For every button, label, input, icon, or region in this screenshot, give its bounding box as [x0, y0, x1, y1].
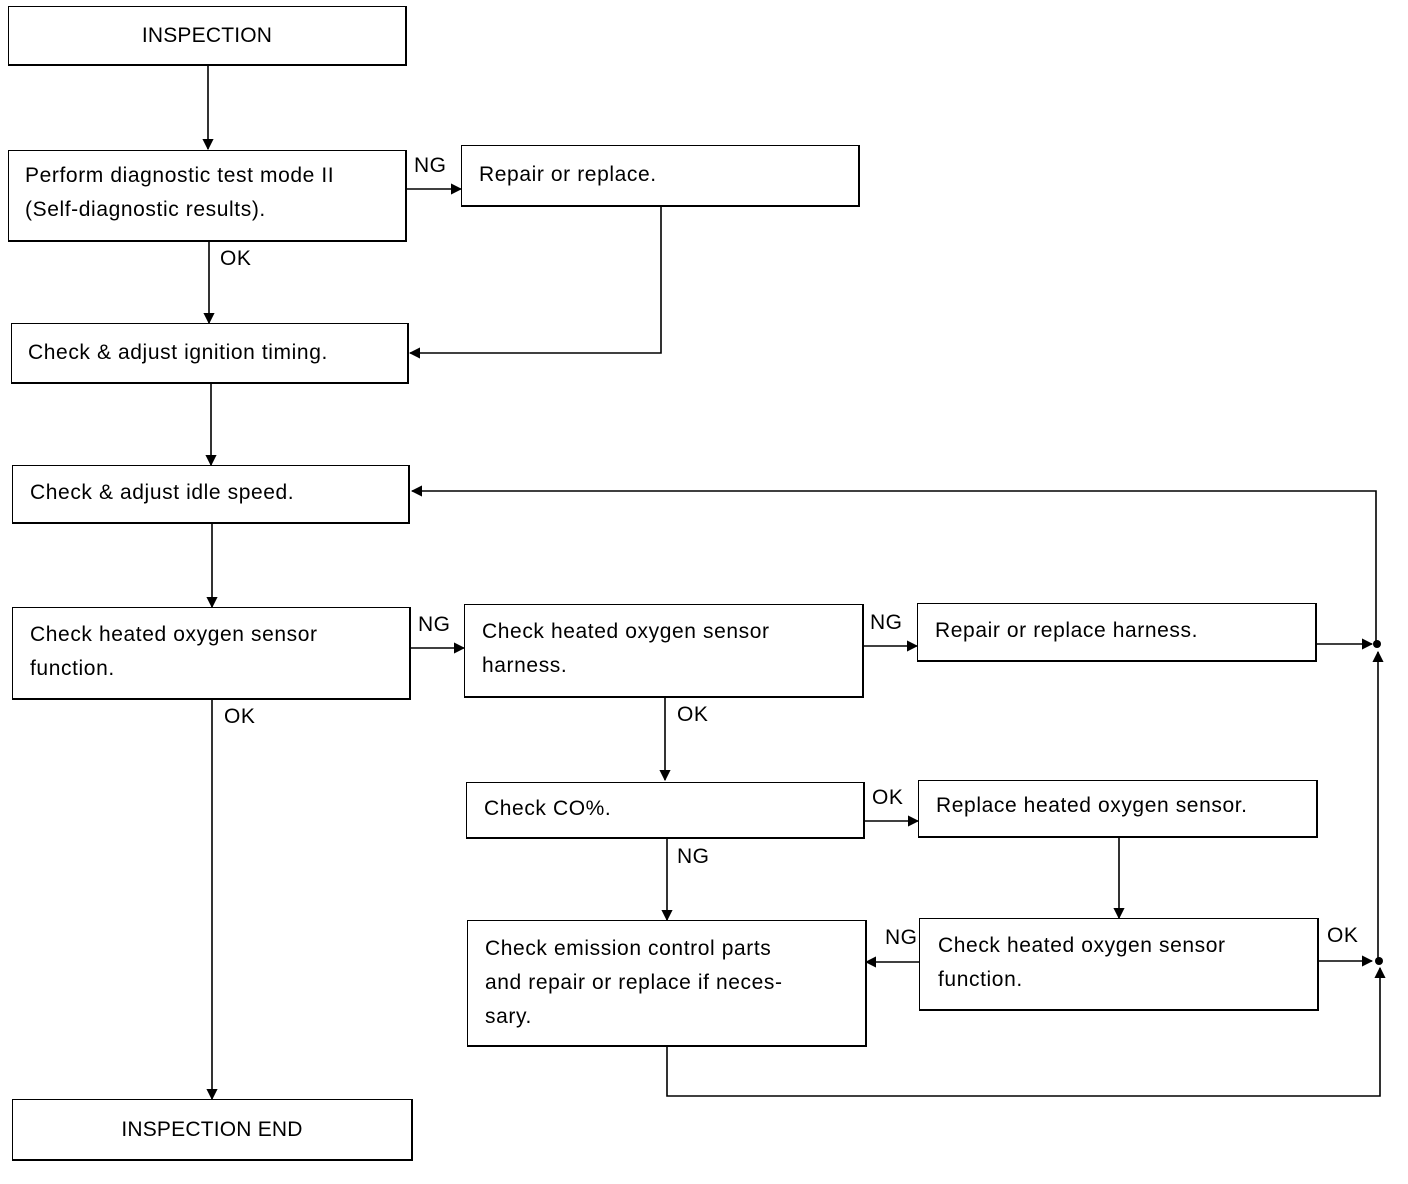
box-o2-sensor-harness: Check heated oxygen sensor harness.: [464, 604, 864, 698]
box-inspection-text: INSPECTION: [141, 23, 273, 47]
label-ng-diag: NG: [414, 154, 447, 177]
box-o2-sensor-function: Check heated oxygen sensor function.: [12, 607, 411, 700]
box-replace-o2-sensor-text: Replace heated oxygen sensor.: [936, 794, 1248, 817]
label-ok-o2: OK: [224, 705, 256, 728]
box-check-co: Check CO%.: [466, 782, 865, 839]
box-idle-speed: Check & adjust idle speed.: [12, 465, 410, 524]
box-inspection-end: INSPECTION END: [12, 1099, 413, 1161]
box-repair-harness-text: Repair or replace harness.: [935, 619, 1199, 642]
box-diagnostic-test-text: Perform diagnostic test mode II (Self-di…: [25, 164, 335, 221]
label-ng-o2: NG: [418, 613, 451, 636]
box-emission-control-parts-text: Check emission control parts and repair …: [485, 937, 783, 1028]
box-repair-replace-text: Repair or replace.: [479, 163, 657, 186]
arrow-junction-to-idle: [410, 485, 1377, 644]
arrow-repair-to-timing: [408, 206, 662, 359]
box-inspection-end-text: INSPECTION END: [121, 1117, 303, 1141]
box-check-co-text: Check CO%.: [484, 797, 612, 820]
box-ignition-timing: Check & adjust ignition timing.: [11, 323, 409, 384]
arrow-emission-to-loop: [666, 966, 1386, 1097]
label-ng-co: NG: [677, 845, 710, 868]
box-diagnostic-test: Perform diagnostic test mode II (Self-di…: [8, 150, 407, 242]
label-ok-harness: OK: [677, 703, 709, 726]
box-repair-replace: Repair or replace.: [461, 145, 860, 207]
label-ok-recheck: OK: [1327, 924, 1359, 947]
box-emission-control-parts: Check emission control parts and repair …: [467, 920, 867, 1047]
box-replace-o2-sensor: Replace heated oxygen sensor.: [918, 780, 1318, 838]
junction-dot-lower: [1375, 957, 1383, 965]
box-inspection: INSPECTION: [8, 6, 407, 66]
box-idle-speed-text: Check & adjust idle speed.: [30, 481, 295, 504]
label-ok-diag: OK: [220, 247, 252, 270]
box-o2-sensor-function-text: Check heated oxygen sensor function.: [30, 623, 318, 680]
label-ng-harness: NG: [870, 611, 903, 634]
box-repair-harness: Repair or replace harness.: [917, 603, 1317, 662]
box-ignition-timing-text: Check & adjust ignition timing.: [28, 341, 328, 364]
label-ng-recheck: NG: [885, 926, 918, 949]
junction-dot-upper: [1373, 640, 1381, 648]
box-o2-sensor-function-recheck: Check heated oxygen sensor function.: [919, 918, 1319, 1011]
box-o2-sensor-harness-text: Check heated oxygen sensor harness.: [482, 620, 770, 677]
label-ok-co: OK: [872, 786, 904, 809]
box-o2-sensor-function-recheck-text: Check heated oxygen sensor function.: [938, 934, 1226, 991]
